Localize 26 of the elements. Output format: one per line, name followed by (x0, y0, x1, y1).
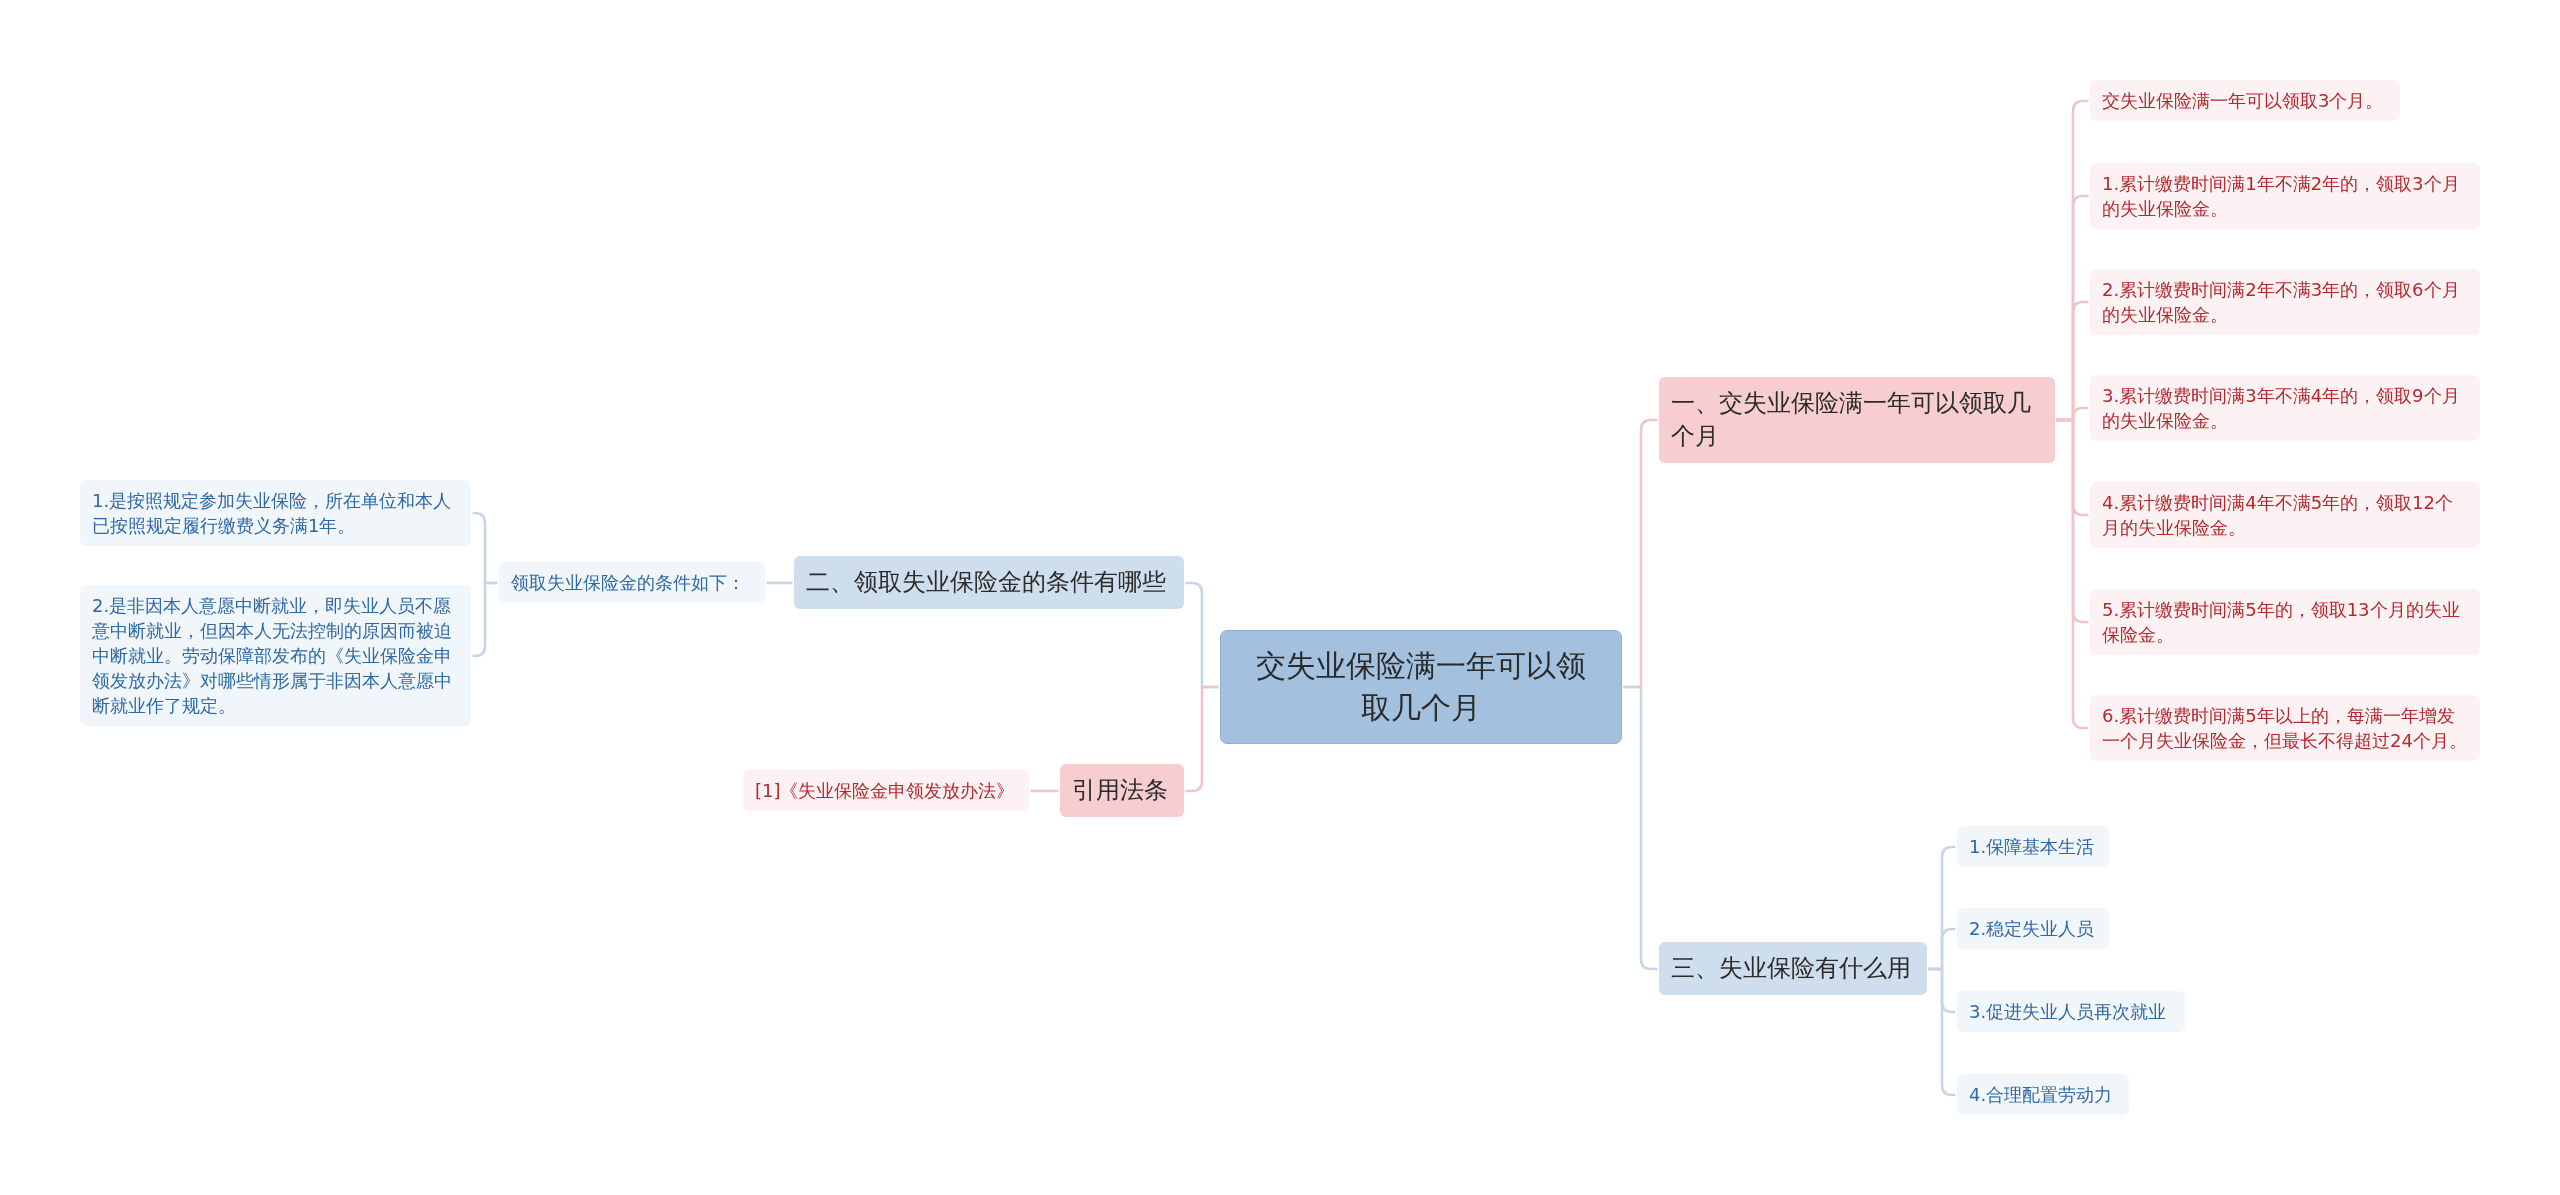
subtopic: 交失业保险满一年可以领取3个月。 (2090, 80, 2400, 121)
connector-line (1030, 789, 1059, 793)
subtopic: 5.累计缴费时间满5年的，领取13个月的失业保险金。 (2090, 589, 2480, 655)
subtopic: 6.累计缴费时间满5年以上的，每满一年增发一个月失业保险金，但最长不得超过24个月。 (2090, 695, 2480, 761)
subtopic: 4.累计缴费时间满4年不满5年的，领取12个月的失业保险金。 (2090, 482, 2480, 548)
subtopic: 2.稳定失业人员 (1957, 908, 2109, 949)
connector-line (472, 581, 498, 658)
connector-line (1928, 967, 1956, 1097)
subtopic: 2.累计缴费时间满2年不满3年的，领取6个月的失业保险金。 (2090, 269, 2480, 335)
branch-topic: 一、交失业保险满一年可以领取几个月 (1659, 377, 2055, 463)
central-topic: 交失业保险满一年可以领取几个月 (1220, 630, 1622, 744)
subtopic: [1]《失业保险金申领发放办法》 (743, 770, 1029, 811)
subtopic: 1.保障基本生活 (1957, 826, 2109, 867)
connector-line (1185, 685, 1219, 793)
branch-topic: 二、领取失业保险金的条件有哪些 (794, 556, 1184, 609)
subtopic: 1.累计缴费时间满1年不满2年的，领取3个月的失业保险金。 (2090, 163, 2480, 229)
subtopic: 2.是非因本人意愿中断就业，即失业人员不愿意中断就业，但因本人无法控制的原因而被迫中断就业。劳动保障部发布的《失业保险金申领发放办法》对哪些情形属于非因本人意愿中断就业作了规定。 (80, 585, 471, 726)
subtopic: 领取失业保险金的条件如下： (499, 562, 765, 603)
subtopic: 4.合理配置劳动力 (1957, 1074, 2129, 1115)
subtopic: 3.促进失业人员再次就业 (1957, 991, 2185, 1032)
branch-topic: 三、失业保险有什么用 (1659, 942, 1927, 995)
subtopic: 3.累计缴费时间满3年不满4年的，领取9个月的失业保险金。 (2090, 375, 2480, 441)
connector-line (766, 581, 793, 585)
subtopic: 1.是按照规定参加失业保险，所在单位和本人已按照规定履行缴费义务满1年。 (80, 480, 471, 546)
connector-line (1623, 685, 1658, 971)
branch-topic: 引用法条 (1060, 764, 1184, 817)
